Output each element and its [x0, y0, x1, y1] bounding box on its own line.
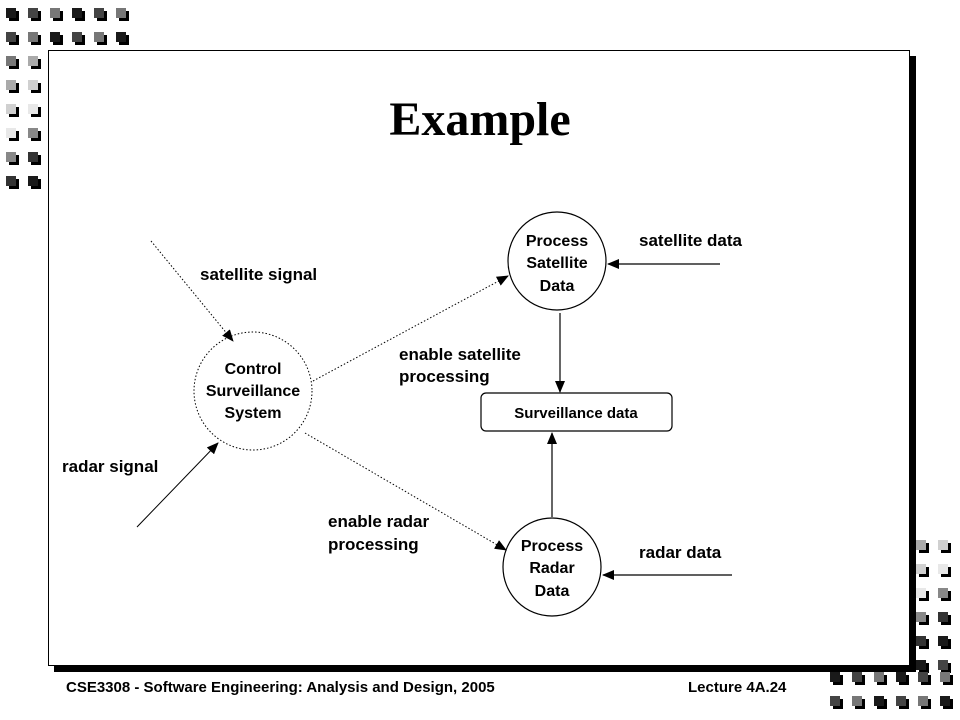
- enable-satellite-arrow: [312, 275, 509, 382]
- process-radar-label-3: Data: [535, 583, 570, 600]
- decor-square: [6, 128, 19, 141]
- footer-course: CSE3308 - Software Engineering: Analysis…: [66, 679, 495, 696]
- decor-square: [72, 8, 85, 21]
- enable-satellite-label-2: processing: [399, 367, 490, 386]
- control-process-label-3: System: [225, 405, 282, 422]
- satellite-data-label: satellite data: [639, 231, 743, 250]
- satellite-signal-label: satellite signal: [200, 265, 317, 284]
- decor-square: [896, 672, 909, 685]
- radar-signal-arrow: [136, 442, 219, 528]
- decor-square: [916, 636, 929, 649]
- decor-square: [938, 564, 951, 577]
- decor-square: [72, 32, 85, 45]
- radar-signal-label: radar signal: [62, 457, 158, 476]
- data-store-label: Surveillance data: [514, 405, 638, 422]
- decor-square: [916, 660, 929, 673]
- decor-square: [938, 660, 951, 673]
- decor-square: [28, 176, 41, 189]
- decor-square: [830, 672, 843, 685]
- decor-square: [896, 696, 909, 709]
- decor-square: [852, 696, 865, 709]
- process-radar-label-1: Process: [521, 538, 583, 555]
- enable-radar-arrow: [304, 432, 507, 551]
- decor-square: [940, 672, 953, 685]
- control-process-label-1: Control: [225, 361, 282, 378]
- decor-square: [918, 672, 931, 685]
- decor-square: [916, 564, 929, 577]
- decor-square: [916, 540, 929, 553]
- decor-square: [940, 696, 953, 709]
- process-satellite-label-3: Data: [540, 278, 575, 295]
- control-process: Control Surveillance System: [193, 331, 313, 451]
- footer-lecture: Lecture 4A.24: [688, 679, 787, 696]
- decor-square: [6, 8, 19, 21]
- decor-square: [938, 540, 951, 553]
- control-process-label-2: Surveillance: [206, 383, 300, 400]
- enable-radar-label-2: processing: [328, 535, 419, 554]
- enable-radar-label-1: enable radar: [328, 512, 429, 531]
- process-satellite-label-1: Process: [526, 233, 588, 250]
- surveillance-data-store: Surveillance data: [480, 392, 673, 432]
- decor-square: [916, 612, 929, 625]
- decor-square: [28, 56, 41, 69]
- decor-square: [28, 104, 41, 117]
- decor-square: [6, 32, 19, 45]
- process-satellite-data: Process Satellite Data: [507, 211, 607, 311]
- decor-square: [830, 696, 843, 709]
- decor-square: [6, 56, 19, 69]
- enable-satellite-label-1: enable satellite: [399, 345, 521, 364]
- decor-square: [938, 588, 951, 601]
- decor-square: [918, 696, 931, 709]
- decor-square: [6, 80, 19, 93]
- decor-square: [874, 696, 887, 709]
- decor-square: [6, 152, 19, 165]
- decor-square: [916, 588, 929, 601]
- decor-square: [28, 80, 41, 93]
- decor-square: [116, 8, 129, 21]
- decor-square: [938, 612, 951, 625]
- slide-title: Example: [389, 93, 571, 146]
- process-radar-label-2: Radar: [529, 560, 574, 577]
- decor-square: [116, 32, 129, 45]
- decor-square: [94, 32, 107, 45]
- satellite-signal-arrow: [150, 240, 234, 342]
- decor-square: [6, 176, 19, 189]
- decor-square: [6, 104, 19, 117]
- decor-square: [28, 32, 41, 45]
- decor-square: [50, 8, 63, 21]
- decor-square: [50, 32, 63, 45]
- slide-frame: [48, 50, 910, 666]
- decor-square: [852, 672, 865, 685]
- decor-square: [28, 152, 41, 165]
- decor-square: [28, 8, 41, 21]
- radar-data-label: radar data: [639, 543, 722, 562]
- decor-square: [28, 128, 41, 141]
- process-radar-data: Process Radar Data: [502, 517, 602, 617]
- decor-square: [938, 636, 951, 649]
- decor-square: [94, 8, 107, 21]
- process-satellite-label-2: Satellite: [526, 255, 587, 272]
- decor-square: [874, 672, 887, 685]
